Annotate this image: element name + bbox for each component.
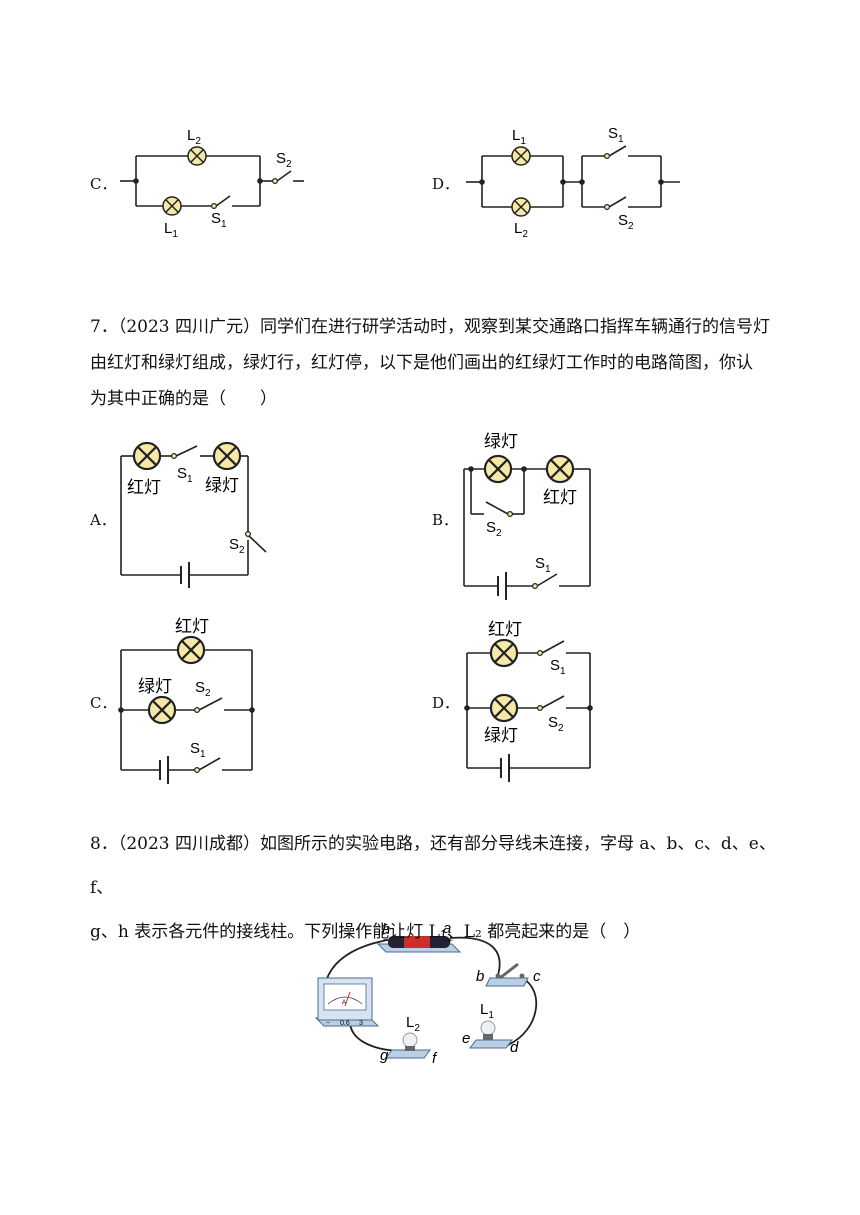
terminal-g-label: g <box>380 1047 389 1064</box>
terminal-f-label: f <box>432 1050 438 1067</box>
q7c-green-label: 绿灯 <box>138 677 172 696</box>
terminal-b-label: b <box>476 968 484 985</box>
terminal-c-label: c <box>533 968 541 985</box>
q7b-green-label: 绿灯 <box>484 432 518 451</box>
q8-question-text: 8．（2023 四川成都）如图所示的实验电路，还有部分导线未连接，字母 a、b、… <box>90 822 790 954</box>
lamp-l2-icon <box>187 146 207 166</box>
svg-text:−: − <box>326 1020 330 1027</box>
q6-option-d-label: D． <box>432 175 460 193</box>
q7-option-c-label: C． <box>90 694 117 712</box>
q6c-l1-label: L1 <box>164 220 178 240</box>
q7c-red-label: 红灯 <box>175 617 209 636</box>
q7-circuit-b <box>463 468 591 600</box>
q6c-l2-label: L2 <box>187 127 201 147</box>
q6d-l2-label: L2 <box>514 220 528 240</box>
q7-option-a-label: A． <box>90 511 116 529</box>
q7a-red-label: 红灯 <box>127 478 161 497</box>
svg-text:S2: S2 <box>486 519 502 539</box>
q7-circuit-c <box>120 649 253 784</box>
svg-text:S1: S1 <box>177 465 193 485</box>
q6d-s2-label: S2 <box>618 212 634 232</box>
svg-text:L1: L1 <box>480 1001 494 1021</box>
svg-text:S1: S1 <box>190 740 206 760</box>
q7-circuit-d <box>466 640 591 782</box>
terminal-d-label: d <box>510 1039 519 1056</box>
svg-text:A: A <box>342 1000 346 1006</box>
q7-line-1: 7．（2023 四川广元）同学们在进行研学活动时，观察到某交通路口指挥车辆通行的… <box>90 317 770 337</box>
terminal-a-label: a <box>443 920 451 937</box>
q6d-s1-label: S1 <box>608 125 624 145</box>
terminal-e-label: e <box>462 1030 470 1047</box>
svg-text:−: − <box>383 935 389 946</box>
q8-line-2: g、h 表示各元件的接线柱。下列操作能让灯 L₁、L₂ 都亮起来的是（ ） <box>90 922 641 942</box>
q7-question-text: 7．（2023 四川广元）同学们在进行研学活动时，观察到某交通路口指挥车辆通行的… <box>90 309 790 417</box>
q6-circuit-d <box>466 145 680 208</box>
q7-circuit-a <box>120 445 267 588</box>
q7-option-b-label: B． <box>432 511 459 529</box>
svg-text:S1: S1 <box>535 555 551 575</box>
q7d-green-label: 绿灯 <box>484 726 518 745</box>
q7d-red-label: 红灯 <box>488 620 522 639</box>
q6-option-c-label: C． <box>90 175 117 193</box>
q7a-green-label: 绿灯 <box>205 476 239 495</box>
svg-text:S2: S2 <box>229 536 245 556</box>
svg-text:S2: S2 <box>548 714 564 734</box>
q6d-l1-label: L1 <box>512 127 526 147</box>
q8-apparatus-figure: h a − + b c A − 0.6 3 L2 g f L1 e d <box>314 920 541 1067</box>
q6c-s2-label: S2 <box>276 150 292 170</box>
svg-text:3: 3 <box>359 1020 363 1027</box>
svg-text:+: + <box>447 936 453 947</box>
svg-text:0.6: 0.6 <box>340 1020 350 1027</box>
lamp-l1-icon <box>162 196 182 216</box>
q7b-red-label: 红灯 <box>543 488 577 507</box>
terminal-h-label: h <box>382 921 390 938</box>
svg-text:S2: S2 <box>195 679 211 699</box>
svg-text:S1: S1 <box>550 657 566 677</box>
q6c-s1-label: S1 <box>211 210 227 230</box>
q7-line-3: 为其中正确的是（ ） <box>90 389 277 409</box>
svg-text:L2: L2 <box>406 1014 420 1034</box>
q8-line-1: 8．（2023 四川成都）如图所示的实验电路，还有部分导线未连接，字母 a、b、… <box>90 834 776 898</box>
q7-line-2: 由红灯和绿灯组成，绿灯行，红灯停，以下是他们画出的红绿灯工作时的电路简图，你认 <box>90 353 753 373</box>
q7-option-d-label: D． <box>432 694 460 712</box>
